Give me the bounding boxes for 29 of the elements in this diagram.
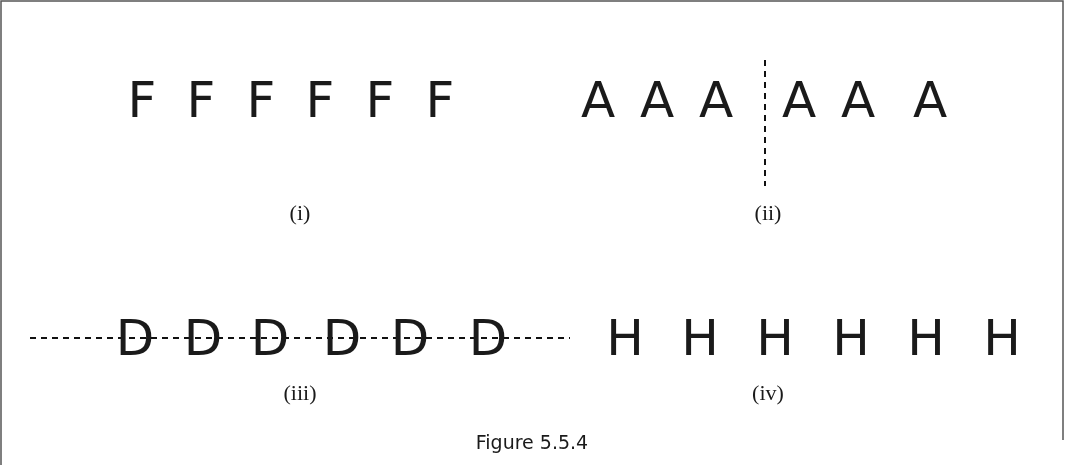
letter: D	[390, 313, 430, 363]
figure-caption: Figure 5.5.4	[475, 432, 589, 452]
panel-label: (iv)	[752, 382, 784, 404]
letter: H	[606, 313, 644, 363]
letter: F	[425, 75, 455, 125]
letter: F	[246, 75, 276, 125]
letter: D	[183, 313, 223, 363]
letter: A	[912, 75, 948, 125]
letter: A	[639, 75, 675, 125]
letter: A	[781, 75, 817, 125]
letter: A	[698, 75, 734, 125]
letter: H	[832, 313, 870, 363]
letter: D	[115, 313, 155, 363]
letter: D	[250, 313, 290, 363]
letter: A	[840, 75, 876, 125]
letter: F	[305, 75, 335, 125]
letter: H	[756, 313, 794, 363]
letter: H	[681, 313, 719, 363]
letter: A	[580, 75, 616, 125]
letter: D	[322, 313, 362, 363]
letter: H	[907, 313, 945, 363]
letter: F	[365, 75, 395, 125]
panel-label: (iii)	[283, 382, 317, 404]
letter: D	[468, 313, 508, 363]
letter: F	[186, 75, 216, 125]
panel-label: (ii)	[754, 202, 782, 224]
panel-label: (i)	[289, 202, 311, 224]
letter: F	[127, 75, 157, 125]
letter: H	[983, 313, 1021, 363]
